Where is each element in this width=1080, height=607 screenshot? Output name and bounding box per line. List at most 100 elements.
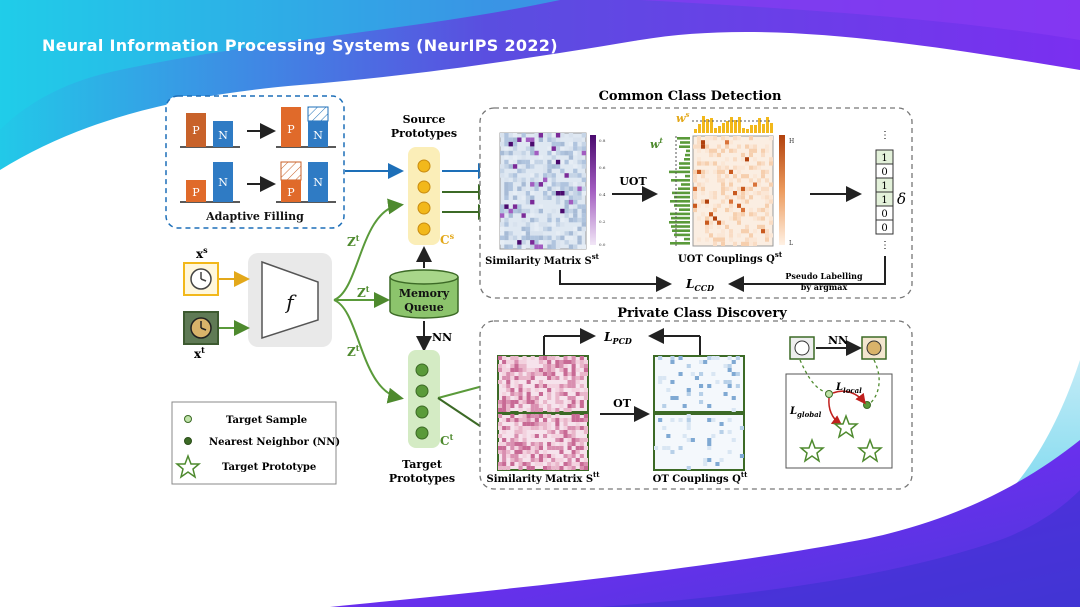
matrix-cell bbox=[563, 356, 568, 360]
matrix-cell bbox=[571, 454, 576, 458]
matrix-cell bbox=[693, 186, 697, 191]
matrix-cell bbox=[534, 396, 539, 400]
matrix-cell bbox=[719, 422, 724, 426]
matrix-cell bbox=[521, 137, 526, 142]
wt-weight-bar bbox=[681, 183, 690, 186]
matrix-cell bbox=[693, 169, 697, 174]
matrix-cell bbox=[506, 404, 511, 408]
matrix-cell bbox=[563, 426, 568, 430]
similarity-colorbar bbox=[590, 135, 596, 245]
matrix-cell bbox=[739, 454, 744, 458]
matrix-cell bbox=[555, 164, 561, 169]
matrix-cell bbox=[571, 462, 576, 466]
matrix-cell bbox=[534, 182, 539, 187]
matrix-cell bbox=[567, 430, 572, 434]
matrix-cell bbox=[573, 244, 578, 249]
matrix-cell bbox=[577, 195, 582, 200]
matrix-cell bbox=[699, 360, 704, 364]
matrix-cell bbox=[723, 364, 728, 368]
matrix-cell bbox=[765, 237, 769, 242]
matrix-cell bbox=[506, 400, 511, 404]
matrix-cell bbox=[757, 191, 761, 196]
matrix-cell bbox=[559, 434, 564, 438]
matrix-cell bbox=[518, 458, 523, 462]
matrix-cell bbox=[725, 136, 729, 141]
matrix-cell bbox=[707, 446, 712, 450]
matrix-cell bbox=[575, 418, 580, 422]
matrix-cell bbox=[504, 164, 509, 169]
delta-bit: 1 bbox=[881, 195, 887, 206]
matrix-cell bbox=[525, 231, 531, 236]
matrix-cell bbox=[745, 199, 749, 204]
matrix-cell bbox=[508, 150, 513, 156]
matrix-cell bbox=[538, 422, 543, 426]
matrix-cell bbox=[765, 233, 769, 238]
matrix-cell bbox=[530, 426, 535, 430]
matrix-cell bbox=[555, 408, 560, 412]
matrix-cell bbox=[543, 454, 548, 458]
matrix-cell bbox=[500, 226, 505, 232]
matrix-cell bbox=[707, 458, 712, 462]
matrix-cell bbox=[547, 159, 552, 165]
matrix-cell bbox=[567, 380, 572, 384]
bar-n bbox=[308, 162, 328, 202]
matrix-cell bbox=[559, 384, 564, 388]
matrix-cell bbox=[551, 384, 556, 388]
matrix-cell bbox=[534, 150, 539, 156]
matrix-cell bbox=[543, 133, 548, 138]
matrix-cell bbox=[518, 466, 523, 470]
loss-ccd: LCCD bbox=[685, 277, 714, 293]
matrix-cell bbox=[547, 426, 552, 430]
wt-weight-bar bbox=[686, 149, 690, 153]
matrix-cell bbox=[506, 408, 511, 412]
matrix-cell bbox=[670, 418, 675, 422]
matrix-cell bbox=[543, 360, 548, 364]
matrix-cell bbox=[727, 418, 732, 422]
matrix-cell bbox=[573, 199, 578, 205]
matrix-cell bbox=[753, 216, 757, 221]
matrix-cell bbox=[521, 155, 526, 160]
matrix-cell bbox=[514, 364, 519, 368]
matrix-cell bbox=[693, 144, 697, 149]
matrix-cell bbox=[753, 212, 757, 217]
z-label-bottom: Zt bbox=[347, 343, 360, 359]
matrix-cell bbox=[769, 182, 773, 187]
matrix-cell bbox=[504, 150, 509, 156]
matrix-cell bbox=[547, 368, 552, 372]
matrix-cell bbox=[729, 203, 733, 208]
matrix-cell bbox=[735, 372, 740, 376]
xt-label: xt bbox=[194, 345, 205, 361]
matrix-cell bbox=[658, 380, 663, 384]
matrix-cell bbox=[765, 199, 769, 204]
matrix-cell bbox=[522, 438, 527, 442]
matrix-cell bbox=[725, 224, 729, 229]
matrix-cell bbox=[573, 168, 578, 174]
matrix-cell bbox=[717, 144, 721, 149]
matrix-cell bbox=[703, 360, 708, 364]
colorbar-low: L bbox=[789, 240, 793, 247]
matrix-cell bbox=[547, 442, 552, 446]
matrix-cell bbox=[521, 177, 526, 183]
matrix-cell bbox=[713, 195, 717, 200]
matrix-cell bbox=[555, 426, 560, 430]
matrix-cell bbox=[522, 396, 527, 400]
legend-target-sample: Target Sample bbox=[226, 415, 307, 426]
matrix-cell bbox=[753, 165, 757, 170]
matrix-cell bbox=[725, 157, 729, 162]
matrix-cell bbox=[502, 466, 507, 470]
matrix-cell bbox=[765, 186, 769, 191]
matrix-cell bbox=[526, 388, 531, 392]
matrix-cell bbox=[534, 372, 539, 376]
matrix-cell bbox=[530, 458, 535, 462]
matrix-cell bbox=[725, 207, 729, 213]
matrix-cell bbox=[699, 392, 704, 396]
matrix-cell bbox=[508, 173, 513, 178]
matrix-cell bbox=[506, 380, 511, 384]
matrix-cell bbox=[508, 208, 513, 214]
matrix-cell bbox=[555, 360, 560, 364]
matrix-cell bbox=[547, 356, 552, 360]
matrix-cell bbox=[697, 157, 701, 162]
source-prototype-node bbox=[417, 222, 431, 236]
matrix-cell bbox=[662, 376, 667, 380]
matrix-cell bbox=[741, 207, 745, 213]
